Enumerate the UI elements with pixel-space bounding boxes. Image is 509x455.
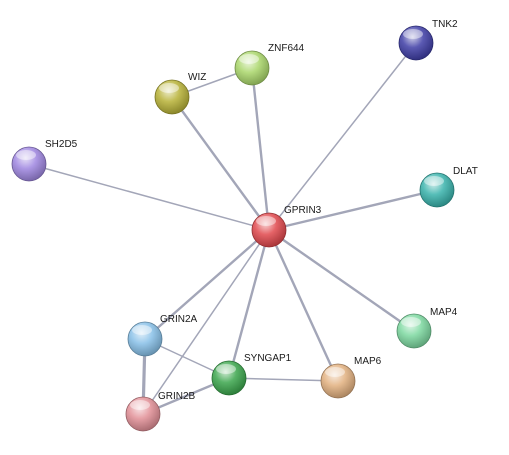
- node-circle-grin2b[interactable]: [125, 396, 161, 432]
- node-syngap1[interactable]: SYNGAP1: [211, 353, 292, 396]
- node-label-dlat: DLAT: [453, 166, 478, 177]
- node-label-znf644: ZNF644: [268, 43, 305, 54]
- node-label-wiz: WIZ: [188, 72, 206, 83]
- edge-gprin3-syngap1[interactable]: [227, 228, 271, 380]
- edge-gprin3-wiz[interactable]: [170, 95, 271, 232]
- node-highlight: [424, 176, 444, 186]
- node-label-map6: MAP6: [354, 356, 382, 367]
- node-highlight: [239, 54, 259, 64]
- node-label-grin2b: GRIN2B: [158, 391, 196, 402]
- edge-gprin3-znf644[interactable]: [250, 66, 271, 232]
- node-label-map4: MAP4: [430, 307, 458, 318]
- edge-gprin3-map4[interactable]: [267, 228, 416, 333]
- node-circle-tnk2[interactable]: [398, 25, 434, 61]
- edge-gprin3-grin2b[interactable]: [142, 229, 270, 415]
- node-highlight: [401, 317, 421, 327]
- edge-gprin3-grin2a[interactable]: [143, 228, 271, 341]
- node-highlight: [216, 364, 236, 374]
- node-label-gprin3: GPRIN3: [284, 205, 322, 216]
- node-circle-sh2d5[interactable]: [11, 146, 47, 182]
- edge-gprin3-dlat[interactable]: [267, 188, 439, 232]
- edge-syngap1-map6[interactable]: [228, 377, 339, 382]
- node-map6[interactable]: MAP6: [320, 356, 382, 399]
- node-gprin3[interactable]: GPRIN3: [251, 205, 322, 248]
- node-highlight: [403, 29, 423, 39]
- node-grin2a[interactable]: GRIN2A: [127, 314, 198, 357]
- node-circle-map4[interactable]: [396, 313, 432, 349]
- node-map4[interactable]: MAP4: [396, 307, 458, 349]
- node-circle-syngap1[interactable]: [211, 360, 247, 396]
- node-highlight: [325, 367, 345, 377]
- node-highlight: [256, 216, 276, 226]
- node-circle-znf644[interactable]: [234, 50, 270, 86]
- node-circle-dlat[interactable]: [419, 172, 455, 208]
- node-circle-grin2a[interactable]: [127, 321, 163, 357]
- node-highlight: [130, 400, 150, 410]
- edge-gprin3-sh2d5[interactable]: [28, 163, 270, 231]
- node-wiz[interactable]: WIZ: [154, 72, 206, 115]
- node-highlight: [159, 83, 179, 93]
- node-label-grin2a: GRIN2A: [160, 314, 198, 325]
- node-circle-gprin3[interactable]: [251, 212, 287, 248]
- node-sh2d5[interactable]: SH2D5: [11, 139, 78, 182]
- node-grin2b[interactable]: GRIN2B: [125, 391, 196, 432]
- node-circle-wiz[interactable]: [154, 79, 190, 115]
- node-znf644[interactable]: ZNF644: [234, 43, 305, 86]
- node-label-tnk2: TNK2: [432, 19, 458, 30]
- node-highlight: [132, 325, 152, 335]
- node-dlat[interactable]: DLAT: [419, 166, 478, 208]
- node-circle-map6[interactable]: [320, 363, 356, 399]
- node-highlight: [16, 150, 36, 160]
- edge-gprin3-tnk2[interactable]: [268, 42, 417, 231]
- node-label-syngap1: SYNGAP1: [244, 353, 292, 364]
- node-tnk2[interactable]: TNK2: [398, 19, 458, 61]
- node-label-sh2d5: SH2D5: [45, 139, 78, 150]
- edge-gprin3-map6[interactable]: [267, 228, 340, 383]
